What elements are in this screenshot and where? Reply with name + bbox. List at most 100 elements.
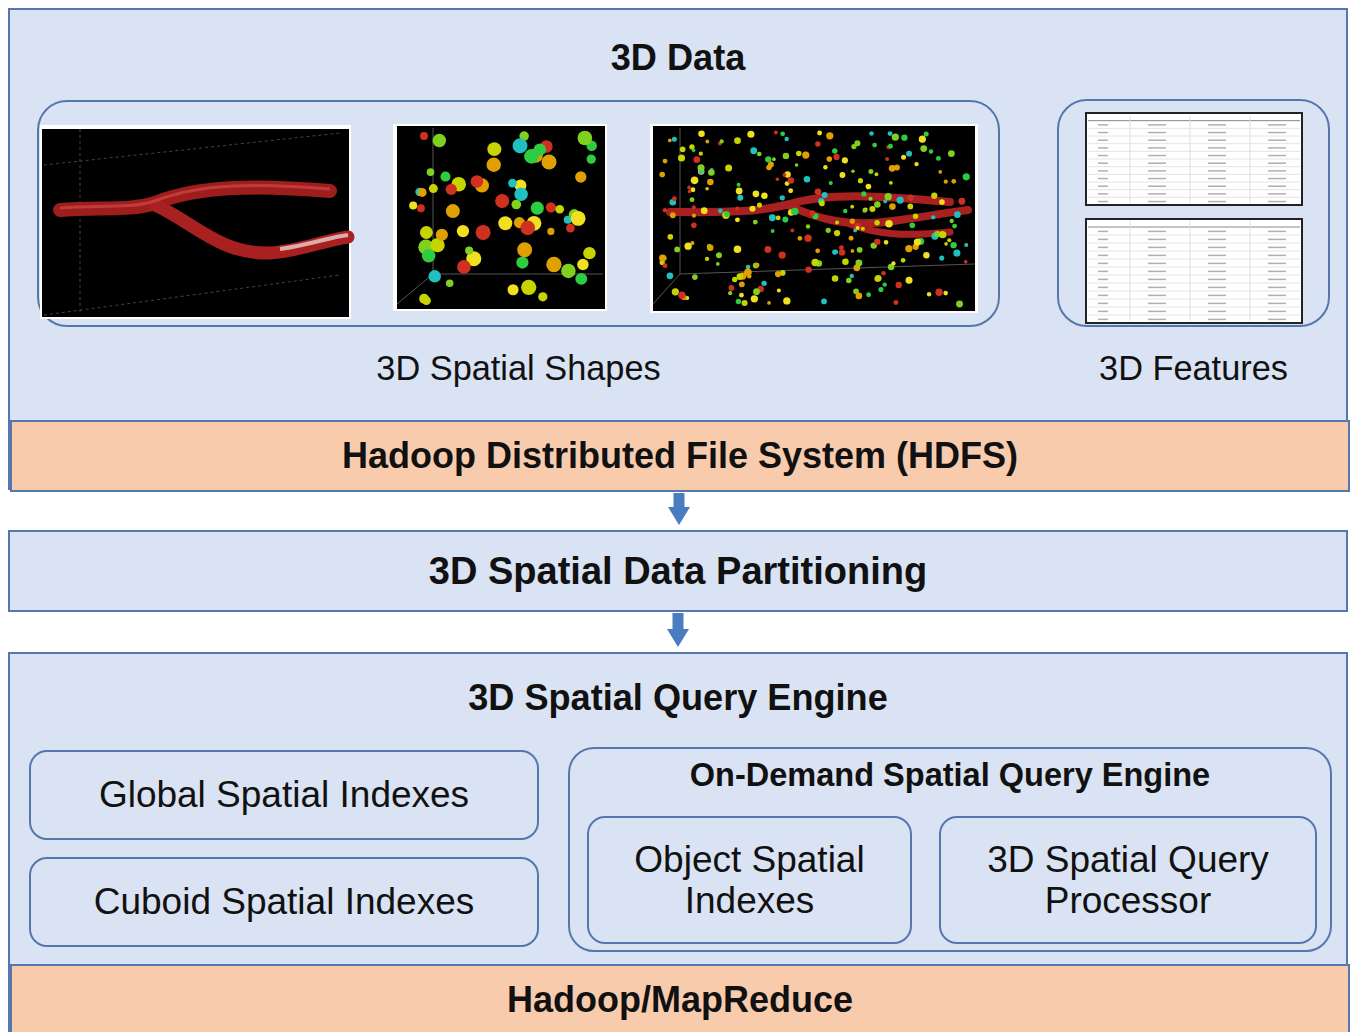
sphere <box>724 211 730 217</box>
sphere <box>843 209 847 213</box>
sphere <box>863 207 868 212</box>
sphere <box>866 184 872 190</box>
sphere <box>753 288 760 295</box>
sphere <box>944 242 948 246</box>
sphere <box>764 246 771 253</box>
sphere <box>811 259 818 266</box>
sphere <box>894 300 899 305</box>
sphere <box>936 156 941 161</box>
sphere <box>783 297 790 304</box>
sphere <box>819 201 825 207</box>
group-heading: 3D Spatial Query Engine <box>10 678 1346 718</box>
sphere <box>939 231 946 238</box>
sphere <box>692 214 696 218</box>
sphere <box>729 285 735 291</box>
sphere <box>947 238 951 242</box>
sphere <box>826 228 831 233</box>
sphere <box>913 214 918 219</box>
sphere <box>804 234 811 241</box>
box-label: Hadoop/MapReduce <box>507 980 853 1020</box>
sphere <box>705 187 709 191</box>
processor-box: 3D Spatial Query Processor <box>939 816 1317 944</box>
sphere <box>884 240 889 245</box>
sphere <box>757 203 762 208</box>
sphere <box>511 200 521 210</box>
sphere <box>409 201 417 209</box>
sphere <box>487 158 501 172</box>
sphere <box>735 206 739 210</box>
sphere <box>737 195 743 201</box>
sphere <box>935 289 942 296</box>
sphere <box>874 220 879 225</box>
sphere <box>874 239 880 245</box>
sphere <box>667 272 674 279</box>
sphere <box>751 295 758 302</box>
layer-panel: Global Spatial IndexesCuboid Spatial Ind… <box>8 652 1348 1032</box>
sphere <box>546 257 561 272</box>
sphere <box>538 292 547 301</box>
sphere <box>889 203 896 210</box>
sphere <box>687 186 691 190</box>
sphere <box>446 184 457 195</box>
sphere <box>931 193 937 199</box>
group-heading: 3D Features <box>1057 349 1330 387</box>
sphere <box>849 236 854 241</box>
sphere <box>659 255 666 262</box>
sphere <box>587 154 596 163</box>
sphere <box>953 249 960 256</box>
sphere <box>428 270 440 282</box>
sphere <box>693 156 700 163</box>
sphere <box>881 271 885 275</box>
sphere <box>716 252 722 258</box>
sphere <box>417 204 425 212</box>
sphere <box>575 171 586 182</box>
sphere <box>853 228 857 232</box>
sphere <box>690 197 695 202</box>
sphere <box>777 289 781 293</box>
sphere <box>779 251 786 258</box>
sphere <box>869 206 875 212</box>
sphere <box>772 157 776 161</box>
sphere <box>805 267 811 273</box>
sphere <box>692 274 698 280</box>
sphere <box>885 193 892 200</box>
sphere <box>874 201 881 208</box>
sphere <box>896 196 903 203</box>
sphere <box>513 138 528 153</box>
box-label: Global Spatial Indexes <box>99 774 469 815</box>
sphere <box>678 292 685 299</box>
sphere <box>771 229 775 233</box>
sphere <box>826 156 832 162</box>
sphere <box>833 154 839 160</box>
sphere <box>784 137 788 141</box>
sphere <box>817 131 822 136</box>
sphere <box>692 205 696 209</box>
sphere <box>914 162 918 166</box>
sphere <box>883 199 887 203</box>
sphere <box>907 195 913 201</box>
flow-arrow <box>673 613 684 631</box>
index-box: Cuboid Spatial Indexes <box>29 857 539 947</box>
sphere <box>659 172 665 178</box>
sphere <box>769 214 776 221</box>
sphere <box>964 243 968 247</box>
sphere <box>806 224 810 228</box>
sphere <box>436 229 448 241</box>
sphere <box>672 288 679 295</box>
box-label: Hadoop Distributed File System (HDFS) <box>342 436 1018 476</box>
sphere <box>750 147 757 154</box>
sphere <box>674 247 680 253</box>
sphere <box>815 141 821 147</box>
sphere <box>734 137 741 144</box>
sphere <box>885 157 889 161</box>
sphere <box>938 170 942 174</box>
sphere <box>875 275 882 282</box>
sphere <box>868 197 872 201</box>
sphere <box>699 152 703 156</box>
sphere <box>850 205 854 209</box>
sphere <box>498 216 512 230</box>
engine-group: Object Spatial Indexes3D Spatial Query P… <box>568 747 1332 952</box>
vessel-image <box>40 125 351 319</box>
sphere <box>736 188 743 195</box>
sphere <box>418 188 427 197</box>
